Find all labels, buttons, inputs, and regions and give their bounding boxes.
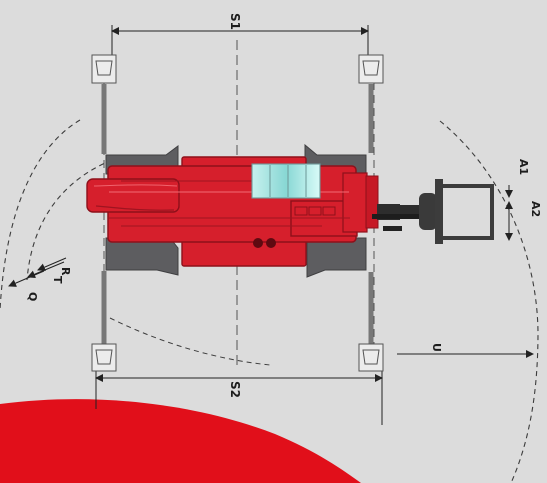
label-a2: A2 bbox=[529, 201, 542, 217]
machine-body bbox=[86, 156, 379, 267]
lower-right-stabilizer bbox=[358, 272, 384, 372]
cabin-glass bbox=[251, 163, 321, 199]
label-s1: S1 bbox=[228, 13, 242, 30]
inner-turn-arc-left bbox=[26, 159, 113, 281]
front-attachment bbox=[372, 179, 494, 244]
outer-turn-arc-right bbox=[439, 120, 539, 483]
hydraulic-circle-left bbox=[253, 238, 263, 248]
upper-right-stabilizer bbox=[358, 54, 384, 153]
hydraulic-circle-right bbox=[266, 238, 276, 248]
label-t: T bbox=[51, 276, 64, 284]
red-corner-sweep bbox=[0, 399, 361, 483]
rear-left-tyre bbox=[105, 237, 179, 276]
label-a1: A1 bbox=[517, 159, 530, 175]
outer-turn-arc-left bbox=[0, 119, 81, 311]
label-r: R bbox=[59, 267, 72, 276]
label-u: U bbox=[430, 343, 443, 352]
t-dimension-line bbox=[27, 261, 65, 278]
label-s2: S2 bbox=[228, 381, 242, 398]
q-dimension-line bbox=[8, 270, 45, 287]
upper-left-stabilizer bbox=[91, 54, 117, 154]
inner-turn-arc-bottom bbox=[109, 317, 271, 366]
label-q: Q bbox=[26, 292, 39, 301]
r-dimension-line bbox=[37, 257, 67, 271]
lower-left-stabilizer bbox=[91, 271, 117, 372]
